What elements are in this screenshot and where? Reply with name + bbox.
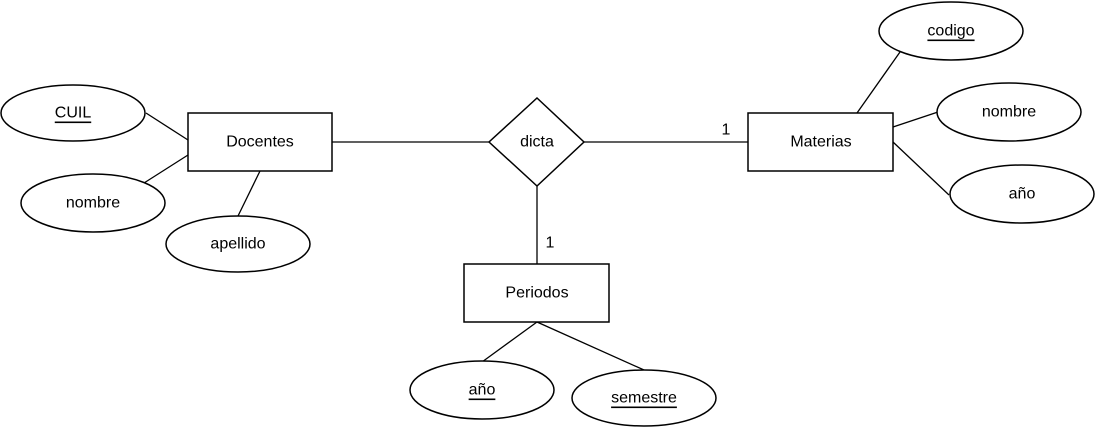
entity-docentes-label: Docentes [226, 134, 294, 151]
attribute-apellido-ellipse [165, 215, 311, 273]
attribute-semestre: semestre [571, 369, 717, 427]
attribute-periodos-anio-ellipse [409, 360, 555, 420]
attribute-apellido-label: apellido [210, 236, 265, 253]
edge-codigo-materias [856, 51, 901, 114]
entity-materias-box [747, 112, 894, 172]
entity-materias: Materias [747, 112, 894, 172]
entity-periodos-label: Periodos [505, 285, 568, 302]
attribute-docentes-nombre: nombre [20, 173, 166, 233]
attribute-periodos-anio-label: año [469, 382, 496, 399]
entity-materias-label: Materias [790, 134, 851, 151]
entity-docentes: Docentes [187, 112, 333, 172]
attribute-periodos-anio: año [409, 360, 555, 420]
relationship-diamond [487, 96, 586, 188]
attribute-codigo-ellipse [878, 1, 1024, 61]
attribute-docentes-nombre-ellipse [20, 173, 166, 233]
attribute-semestre-label: semestre [611, 390, 677, 407]
edges [143, 51, 950, 371]
edge-cuil-docentes [145, 112, 189, 141]
attribute-materias-anio: año [949, 164, 1095, 224]
attribute-materias-anio-label: año [1009, 186, 1036, 203]
edge-nombre-materias [892, 111, 939, 128]
attribute-codigo: codigo [878, 1, 1024, 61]
attribute-materias-nombre-label: nombre [982, 104, 1036, 121]
entity-docentes-box [187, 112, 333, 172]
edge-anio-materias [892, 141, 950, 196]
cardinality-periodos: 1 [546, 235, 555, 252]
attribute-codigo-label: codigo [927, 23, 974, 40]
attribute-materias-nombre-ellipse [936, 82, 1082, 142]
attribute-semestre-ellipse [571, 369, 717, 427]
entity-periodos: Periodos [463, 263, 610, 323]
relationship-dicta-label: dicta [520, 134, 554, 151]
cardinality-materias: 1 [722, 122, 731, 139]
relationship-dicta: dicta [487, 96, 586, 188]
attribute-materias-anio-ellipse [949, 164, 1095, 224]
edge-nombre-docentes [143, 154, 189, 184]
attribute-cuil-label: CUIL [55, 105, 92, 122]
attribute-apellido: apellido [165, 215, 311, 273]
attribute-cuil: CUIL [0, 84, 146, 142]
attribute-docentes-nombre-label: nombre [66, 195, 120, 212]
entity-periodos-box [463, 263, 610, 323]
edge-anio-periodos [481, 321, 538, 363]
attribute-materias-nombre: nombre [936, 82, 1082, 142]
attribute-cuil-ellipse [0, 84, 146, 142]
edge-semestre-periodos [536, 321, 645, 371]
edge-apellido-docentes [237, 170, 261, 217]
